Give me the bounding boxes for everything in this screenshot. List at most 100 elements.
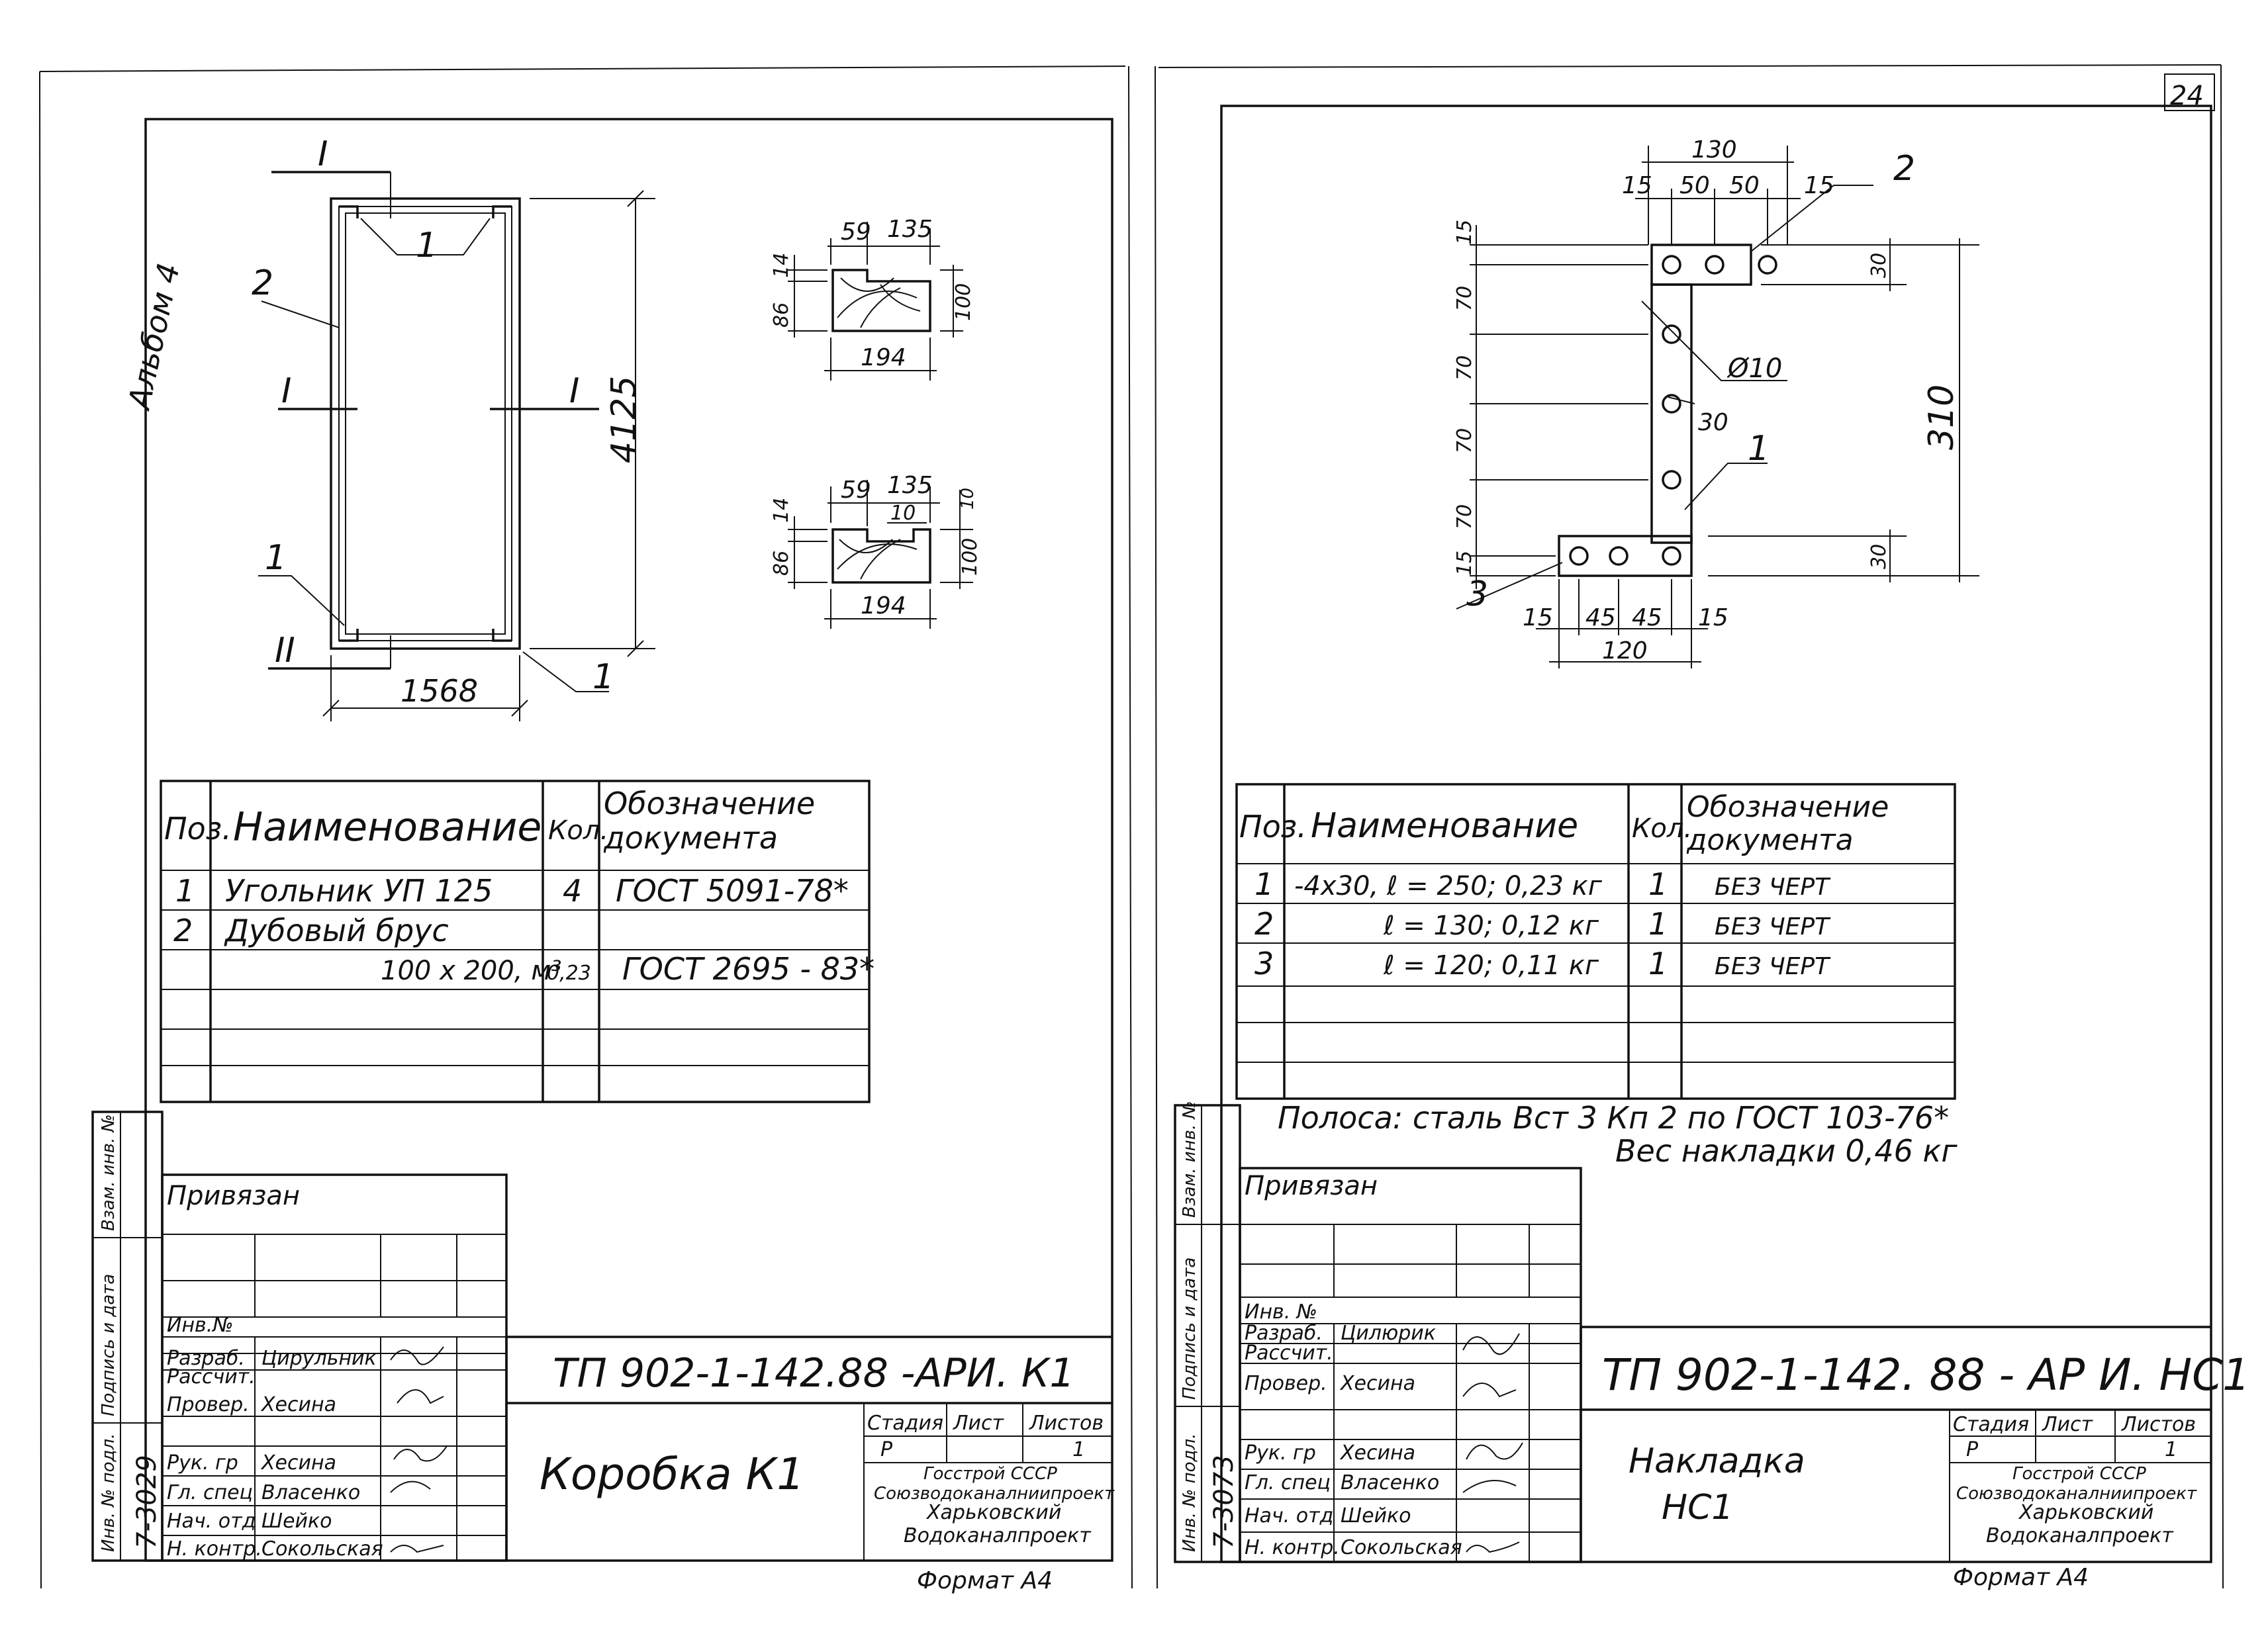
callout-1-right: 1 [592,657,614,697]
left-side-label-3: Инв. № подл. [99,1434,118,1552]
sec1-dim-59: 59 [841,218,871,246]
right-format: Формат А4 [1953,1564,2089,1591]
sec2-dim-14: 14 [770,498,793,523]
right-role-3: Провер. [1245,1372,1327,1395]
right-title-2: НС1 [1662,1488,1734,1528]
right-name-4: Хесина [1339,1441,1415,1465]
left-designation: ТП 902-1-142.88 -АРИ. К1 [553,1350,1075,1396]
right-name-5: Власенко [1341,1471,1439,1494]
left-role-2: Рассчит. [167,1365,256,1389]
left-stage: Р [880,1438,893,1461]
right-spec-h-name: Наименование [1311,806,1578,846]
dim-top-50b: 50 [1729,172,1760,199]
left-privyazan: Привязан [167,1181,300,1211]
left-row2-name: Дубовый брус [224,913,449,948]
left-row3-doc: ГОСТ 2695 - 83* [622,951,874,987]
sec1-dim-194: 194 [861,344,906,371]
right-stage: Р [1966,1438,1979,1461]
section-1 [788,222,963,381]
right-row2-qty: 1 [1648,906,1668,942]
right-row1-pos: 1 [1254,866,1274,902]
right-row2-doc: БЕЗ ЧЕРТ [1715,913,1831,940]
right-org4: Водоканалпроект [1986,1524,2174,1547]
right-inv-number: 7-3073 [1209,1455,1239,1549]
dim-30: 30 [1698,409,1728,436]
dim-bottom-15b: 15 [1698,604,1728,631]
dim-top-15a: 15 [1622,172,1652,199]
left-row1-qty: 4 [563,873,582,909]
left-stamp-grid [91,1111,1112,1562]
left-row2-pos: 2 [173,913,193,948]
left-row1-name: Угольник УП 125 [225,873,493,909]
right-sheets-label: Листов [2121,1413,2196,1436]
right-spec-h-doc: Обозначение документа [1687,791,1889,857]
left-role-3: Провер. [167,1393,250,1416]
sec2-dim-194: 194 [861,592,906,619]
left-side-label-1: Взам. инв. № [99,1114,118,1231]
outer-frames [39,64,2224,1589]
left-row3-name: 100 х 200, м³ [381,956,561,986]
left-inv-number: 7-3029 [132,1455,162,1549]
dim-top-130: 130 [1691,136,1737,163]
left-format: Формат А4 [917,1567,1053,1594]
right-side-label-2: Подпись и дата [1180,1257,1200,1400]
left-spec-h-doc: Обозначение документа [604,786,816,856]
dim-bottom-15a: 15 [1523,604,1553,631]
section-mark-right: I [569,371,579,411]
section-mark-bottom: II [275,631,295,670]
left-name-7: Сокольская [261,1537,383,1561]
note-weight: Вес накладки 0,46 кг [1615,1133,1958,1169]
section-mark-left: I [281,371,291,411]
right-role-5: Гл. спец [1245,1471,1331,1494]
plate-callout-1: 1 [1748,429,1770,469]
dim-right-310: 310 [1922,385,1961,450]
left-role-1: Разраб. [167,1347,245,1370]
right-sheets: 1 [2165,1438,2177,1461]
sec2-dim-100: 100 [959,538,982,576]
dim-height-4125: 4125 [604,376,644,463]
right-role-6: Нач. отд [1245,1504,1333,1528]
dim-left-70b: 70 [1453,355,1476,381]
right-row2-name: ℓ = 130; 0,12 кг [1383,911,1599,941]
sec2-dim-86: 86 [770,551,793,576]
dim-bottom-45a: 45 [1585,604,1616,631]
left-name-4: Хесина [260,1451,336,1475]
album-label: Альбом 4 [120,260,187,414]
right-spec-h-pos: Поз. [1239,809,1307,844]
right-name-1: Цилюрик [1341,1322,1436,1345]
door-box-frame-drawing [258,171,655,721]
dim-top-15b: 15 [1804,172,1834,199]
left-sheets-label: Листов [1029,1412,1104,1435]
plate-callout-3: 3 [1466,574,1488,614]
sec2-dim-10: 10 [890,502,916,525]
left-org1: Госстрой СССР [923,1464,1057,1484]
right-role-1: Разраб. [1245,1322,1323,1345]
left-row3-qty: 0,23 [547,962,591,985]
right-row1-doc: БЕЗ ЧЕРТ [1715,874,1831,901]
right-title-1: Накладка [1629,1441,1805,1481]
right-privyazan: Привязан [1245,1171,1378,1201]
left-title: Коробка К1 [540,1449,804,1500]
left-side-label-2: Подпись и дата [99,1274,118,1416]
left-role-6: Нач. отд [167,1510,256,1533]
left-role-5: Гл. спец [167,1481,253,1504]
right-org3: Харьковский [2018,1501,2153,1524]
right-row1-qty: 1 [1648,866,1668,902]
right-org1: Госстрой СССР [2012,1464,2146,1484]
section-mark-top: I [318,134,328,174]
sec2-dim-135: 135 [887,472,933,499]
left-name-3: Хесина [260,1393,336,1416]
left-spec-table-grid [160,780,871,1103]
left-sheets: 1 [1072,1438,1085,1461]
left-inv-label: Инв.№ [167,1314,233,1337]
left-name-5: Власенко [261,1481,360,1504]
right-role-2: Рассчит. [1245,1342,1333,1365]
right-side-label-3: Инв. № подл. [1180,1434,1200,1552]
right-signatures [1462,1333,1523,1553]
right-name-3: Хесина [1339,1372,1415,1395]
dim-left-70d: 70 [1453,504,1476,529]
left-signatures [390,1346,448,1553]
dim-bottom-45b: 45 [1632,604,1662,631]
sec2-dim-10b: 10 [958,488,978,510]
